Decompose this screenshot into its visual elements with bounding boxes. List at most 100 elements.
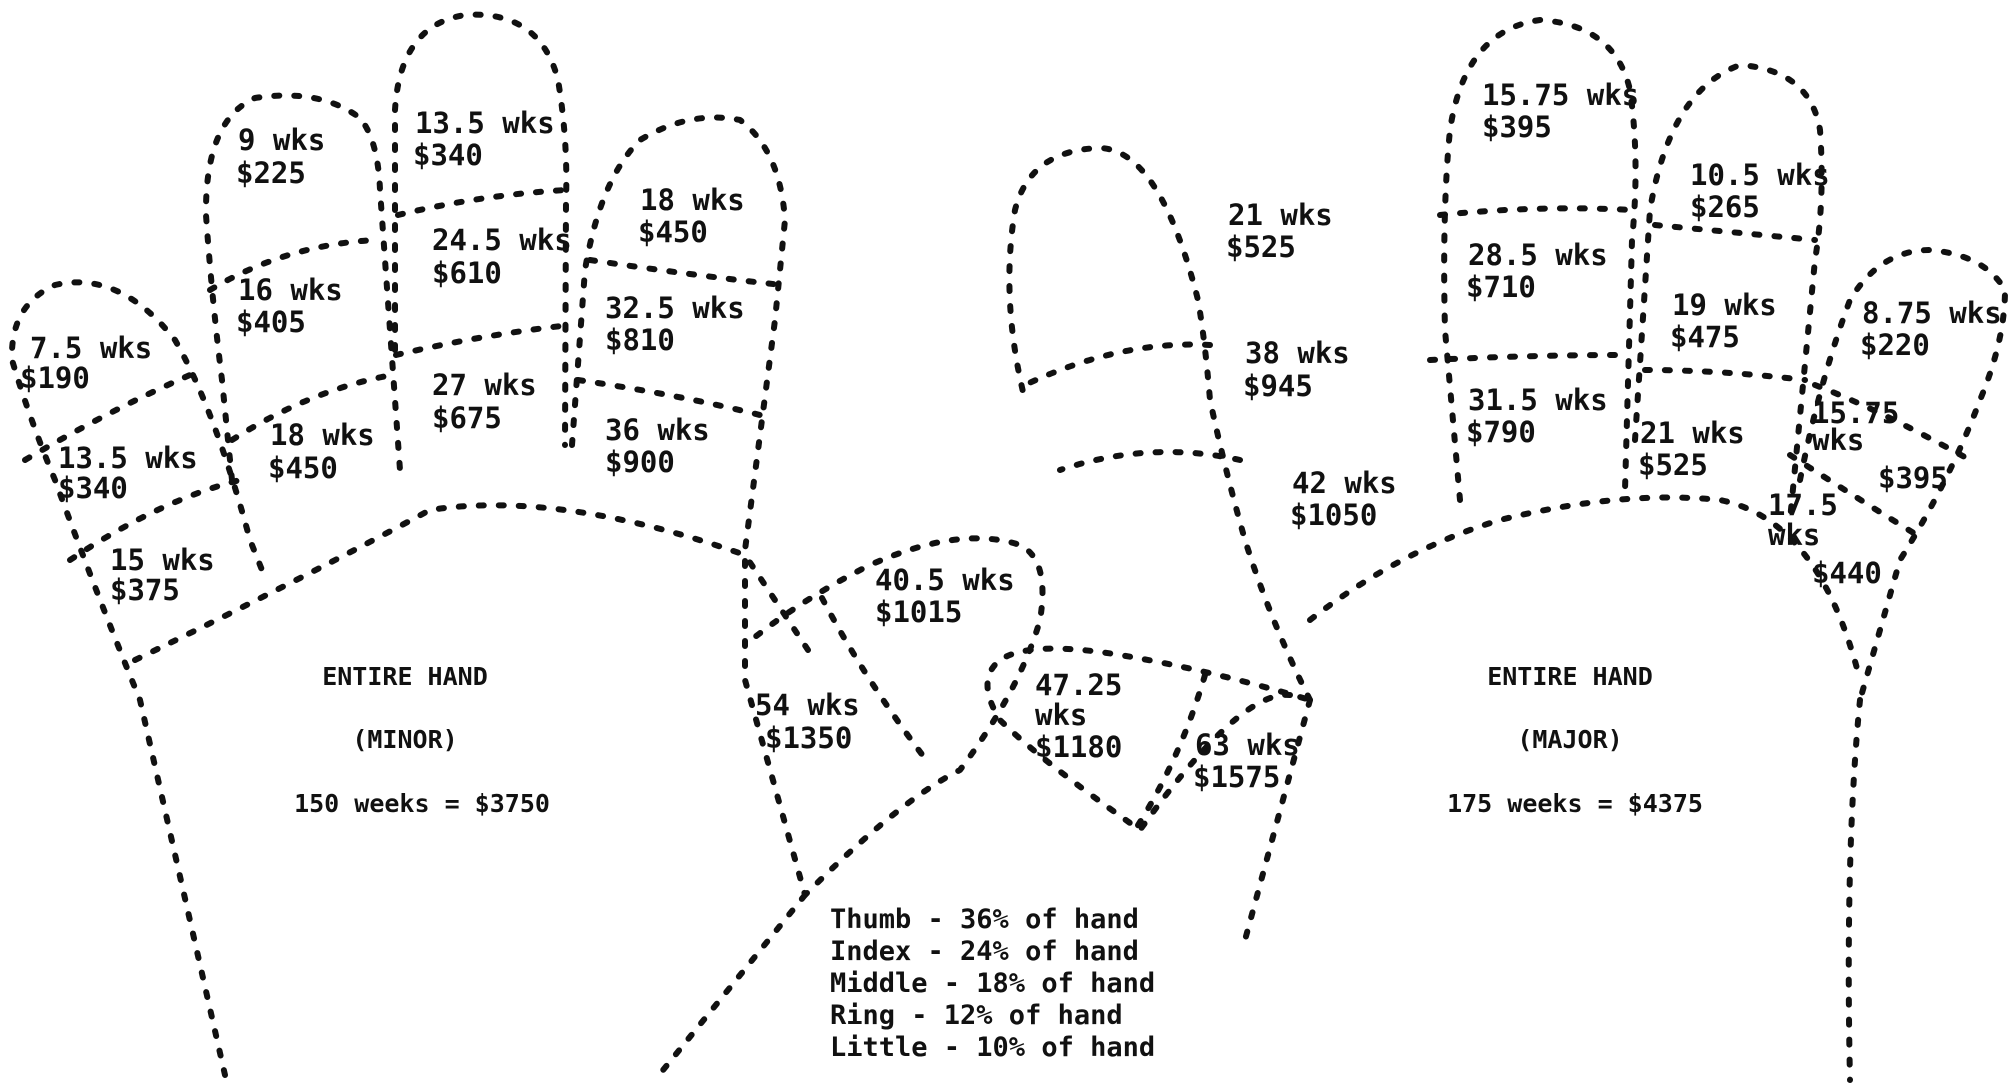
legend-thumb: Thumb - 36% of hand [830,904,1139,935]
major-hand-title: ENTIRE HAND [1487,662,1653,691]
major-index-finger-outline [1006,145,1313,703]
minor-ring-base-amount: $450 [268,451,338,485]
major-middle-joint-2 [1427,352,1628,363]
major-ring-finger-outline [1632,62,1825,523]
minor-middle-middle-amount: $610 [432,256,502,290]
major-index-tip-weeks: 21 wks [1228,198,1333,232]
major-little-base-amount: $440 [1812,556,1882,590]
major-ring-base-amount: $525 [1638,448,1708,482]
minor-palm-outline [132,502,748,663]
minor-index-joint-2 [575,377,763,418]
minor-little-finger-outline [8,279,265,1078]
major-palm-outline [1307,494,1863,683]
minor-little-tip-weeks: 7.5 wks [30,331,152,365]
minor-little-base-weeks: 15 wks [110,543,215,577]
legend-index: Index - 24% of hand [830,936,1139,967]
major-index-joint-1 [1022,341,1213,388]
minor-index-tip-amount: $450 [638,215,708,249]
minor-forearm-line [652,892,808,1083]
major-little-middle-amount: $395 [1878,461,1948,495]
minor-middle-joint-2 [393,322,573,358]
minor-index-middle-amount: $810 [605,323,675,357]
major-middle-base-weeks: 31.5 wks [1468,383,1608,417]
major-middle-joint-1 [1437,205,1635,218]
minor-thumb-base-amount: $1350 [765,721,852,755]
minor-middle-base-weeks: 27 wks [432,368,537,402]
minor-thumb-tip-weeks: 40.5 wks [875,563,1015,597]
minor-hand-subtitle: (MINOR) [352,725,457,754]
major-thumb-lower [1242,697,1313,943]
major-index-tip-amount: $525 [1226,230,1296,264]
major-thumb-tip-line2: wks [1035,698,1087,732]
major-ring-tip-weeks: 10.5 wks [1690,158,1830,192]
major-little-finger-outline [1797,247,2008,703]
minor-little-middle-amount: $340 [58,471,128,505]
minor-middle-finger-outline [392,11,570,448]
major-index-base-weeks: 42 wks [1292,466,1397,500]
major-index-base-amount: $1050 [1290,498,1377,532]
minor-ring-middle-weeks: 16 wks [238,273,343,307]
minor-thumb-tip-amount: $1015 [875,595,962,629]
minor-middle-base-amount: $675 [432,401,502,435]
major-outer-edge [1845,697,1863,1083]
minor-ring-middle-amount: $405 [236,305,306,339]
major-hand-outline [984,17,2008,1083]
minor-thumb-joint [819,595,933,768]
minor-middle-middle-weeks: 24.5 wks [432,223,572,257]
minor-ring-tip-amount: $225 [236,156,306,190]
major-middle-tip-amount: $395 [1482,110,1552,144]
minor-little-joint-1 [22,372,193,463]
major-little-middle-line2: wks [1812,423,1864,457]
minor-index-tip-weeks: 18 wks [640,183,745,217]
minor-ring-joint-2 [229,372,395,443]
major-little-base-line1: 17.5 [1768,488,1838,522]
major-hand-total: 175 weeks = $4375 [1447,789,1703,818]
minor-little-joint-2 [67,477,243,563]
minor-middle-tip-amount: $340 [413,138,483,172]
major-thumb-tip-amount: $1180 [1035,730,1122,764]
minor-hand-outline [8,11,1046,1083]
legend-middle: Middle - 18% of hand [830,968,1155,999]
major-middle-finger-outline [1441,17,1639,503]
major-thumb-base-weeks: 63 wks [1195,728,1300,762]
minor-ring-finger-outline [202,92,403,483]
minor-ring-tip-weeks: 9 wks [238,123,325,157]
minor-little-base-amount: $375 [110,573,180,607]
major-index-joint-2 [1057,449,1243,473]
major-ring-joint-2 [1642,367,1808,383]
major-thumb-tip-line1: 47.25 [1035,668,1122,702]
minor-index-middle-weeks: 32.5 wks [605,291,745,325]
minor-middle-tip-weeks: 13.5 wks [415,106,555,140]
major-hand-labels: 47.25 wks $1180 63 wks $1575 21 wks $525… [1035,78,2002,818]
major-middle-tip-weeks: 15.75 wks [1482,78,1639,112]
major-hand-subtitle: (MAJOR) [1517,725,1622,754]
minor-ring-joint-1 [207,237,378,293]
minor-little-tip-amount: $190 [20,361,90,395]
minor-thumb-base-weeks: 54 wks [755,688,860,722]
minor-hand-title: ENTIRE HAND [322,662,488,691]
legend-ring: Ring - 12% of hand [830,1000,1123,1031]
minor-index-base-amount: $900 [605,445,675,479]
major-index-middle-amount: $945 [1243,369,1313,403]
major-thumb-base-amount: $1575 [1193,760,1280,794]
major-thumb-joint [1132,672,1208,833]
major-ring-middle-amount: $475 [1670,320,1740,354]
major-ring-tip-amount: $265 [1690,190,1760,224]
major-ring-middle-weeks: 19 wks [1672,288,1777,322]
minor-index-base-weeks: 36 wks [605,413,710,447]
major-little-joint-2 [1787,452,1928,543]
major-middle-middle-weeks: 28.5 wks [1468,238,1608,272]
major-middle-base-amount: $790 [1466,415,1536,449]
major-middle-middle-amount: $710 [1466,270,1536,304]
major-index-middle-weeks: 38 wks [1245,336,1350,370]
minor-little-middle-weeks: 13.5 wks [58,441,198,475]
minor-index-finger-outline [569,114,788,553]
major-ring-joint-1 [1652,222,1818,243]
major-little-middle-line1: 15.75 [1812,396,1899,430]
major-little-joint-1 [1812,382,1973,463]
minor-index-joint-1 [587,257,785,288]
finger-percentage-legend: Thumb - 36% of hand Index - 24% of hand … [830,904,1155,1063]
minor-ring-base-weeks: 18 wks [270,418,375,452]
minor-middle-joint-1 [395,187,569,218]
